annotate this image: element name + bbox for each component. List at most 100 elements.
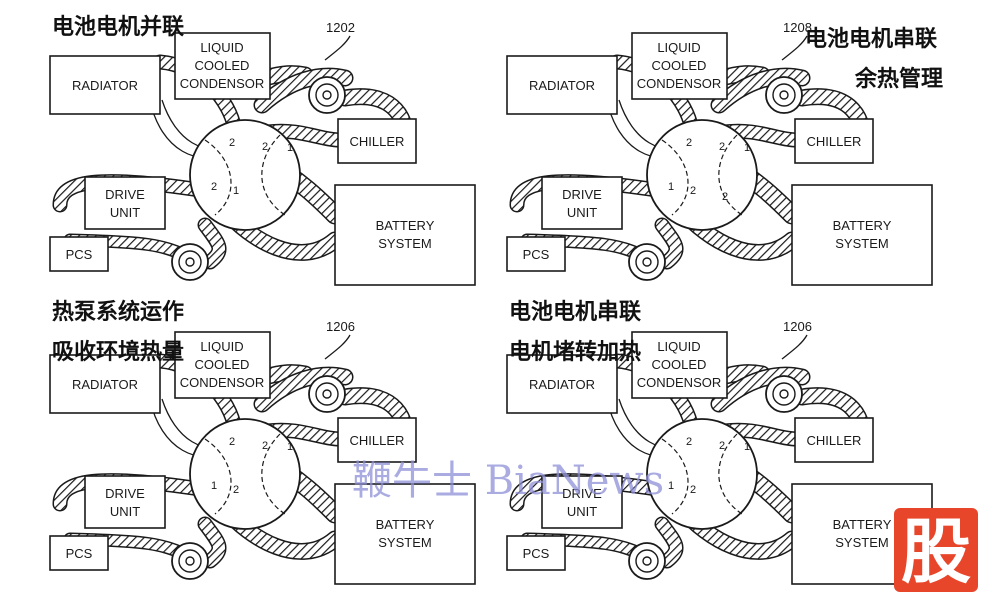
valve-port-number: 2 [262, 141, 268, 153]
battery-system-box [791, 184, 933, 286]
drive-unit-label: DRIVE [562, 187, 602, 202]
radiator-box [506, 354, 618, 414]
chiller-box [337, 118, 417, 164]
reference-leader [781, 334, 808, 360]
valve-port-number: 2 [686, 137, 692, 149]
valve-port-number: 1 [744, 441, 750, 453]
pcs-label: PCS [66, 546, 93, 561]
chiller-label: CHILLER [350, 134, 405, 149]
pcs-label: PCS [66, 247, 93, 262]
condenser-label: CONDENSOR [180, 76, 265, 91]
caption-text: 热泵系统运作 [52, 299, 184, 325]
valve-port-number: 2 [722, 191, 728, 203]
panel-top-left: 21212RADIATORLIQUIDCOOLEDCONDENSORCHILLE… [49, 14, 476, 286]
reference-leader [324, 334, 351, 360]
pcs-box [49, 236, 109, 272]
condenser-box [631, 32, 728, 100]
chiller-box [794, 417, 874, 463]
condenser-label: LIQUID [657, 40, 700, 55]
valve-port-number: 1 [287, 441, 293, 453]
pcs-label: PCS [523, 546, 550, 561]
valve-passage [661, 139, 689, 216]
valve-passage [661, 438, 689, 515]
reference-leader [781, 35, 808, 61]
condenser-label: LIQUID [200, 40, 243, 55]
condenser-label: COOLED [652, 357, 707, 372]
drive-unit-label: DRIVE [562, 486, 602, 501]
condenser-label: COOLED [652, 58, 707, 73]
valve-port-number: 2 [233, 484, 239, 496]
panel-top-right: 221122RADIATORLIQUIDCOOLEDCONDENSORCHILL… [506, 20, 943, 286]
panel-bottom-left: 22112RADIATORLIQUIDCOOLEDCONDENSORCHILLE… [49, 299, 476, 585]
drive-unit-box [541, 475, 623, 529]
radiator-box [49, 354, 161, 414]
caption-text: 电机堵转加热 [509, 339, 641, 365]
caption-text: 吸收环境热量 [52, 339, 184, 365]
drive-unit-label: UNIT [567, 205, 597, 220]
valve-passage [204, 438, 232, 515]
badge-text: 股 [901, 511, 971, 593]
radiator-label: RADIATOR [529, 78, 595, 93]
hose-pump-valve [199, 219, 225, 268]
valve-port-number: 1 [233, 185, 239, 197]
pump-icon-core [322, 389, 332, 399]
battery-system-label: BATTERY [833, 517, 892, 532]
panel-bottom-right: 22112RADIATORLIQUIDCOOLEDCONDENSORCHILLE… [506, 300, 933, 585]
drive-unit-label: UNIT [110, 205, 140, 220]
battery-system-label: SYSTEM [835, 236, 888, 251]
valve-passage [204, 139, 232, 216]
drive-unit-label: UNIT [110, 504, 140, 519]
condenser-label: COOLED [195, 58, 250, 73]
rotary-valve [646, 119, 758, 231]
condenser-box [174, 32, 271, 100]
valve-port-number: 1 [744, 142, 750, 154]
battery-system-label: SYSTEM [378, 535, 431, 550]
chiller-label: CHILLER [350, 433, 405, 448]
pump-icon-core [185, 257, 195, 267]
figure-reference: 1206 [326, 319, 355, 334]
chiller-box [337, 417, 417, 463]
valve-port-number: 2 [262, 440, 268, 452]
condenser-label: CONDENSOR [637, 76, 722, 91]
valve-passage [261, 433, 286, 515]
drive-unit-label: DRIVE [105, 187, 145, 202]
pump-icon-core [779, 389, 789, 399]
pump-icon-core [779, 90, 789, 100]
battery-system-label: SYSTEM [835, 535, 888, 550]
watermark-text: 鞭牛士 BiaNews [352, 458, 664, 504]
pump-icon-core [185, 556, 195, 566]
valve-passage [261, 134, 286, 216]
pump-icon-core [642, 257, 652, 267]
chiller-box [794, 118, 874, 164]
drive-unit-box [541, 176, 623, 230]
valve-port-number: 2 [719, 440, 725, 452]
valve-port-number: 1 [668, 181, 674, 193]
condenser-box [174, 331, 271, 399]
battery-system-label: BATTERY [376, 218, 435, 233]
pcs-label: PCS [523, 247, 550, 262]
valve-port-number: 2 [211, 181, 217, 193]
condenser-label: CONDENSOR [637, 375, 722, 390]
chiller-label: CHILLER [807, 433, 862, 448]
valve-port-number: 2 [686, 436, 692, 448]
valve-passage [718, 134, 743, 216]
valve-port-number: 2 [690, 484, 696, 496]
drive-unit-label: UNIT [567, 504, 597, 519]
valve-port-number: 2 [719, 141, 725, 153]
rotary-valve [189, 418, 301, 530]
rotary-valve [189, 119, 301, 231]
caption-text: 余热管理 [854, 66, 943, 92]
caption-text: 电池电机串联 [805, 27, 937, 52]
caption-text: 电池电机串联 [509, 300, 641, 325]
pcs-box [506, 535, 566, 571]
valve-port-number: 1 [668, 480, 674, 492]
radiator-label: RADIATOR [72, 377, 138, 392]
valve-passage [718, 433, 743, 515]
battery-system-label: BATTERY [376, 517, 435, 532]
battery-system-label: BATTERY [833, 218, 892, 233]
radiator-label: RADIATOR [529, 377, 595, 392]
drive-unit-label: DRIVE [105, 486, 145, 501]
valve-port-number: 2 [690, 185, 696, 197]
caption-text: 电池电机并联 [52, 14, 184, 40]
